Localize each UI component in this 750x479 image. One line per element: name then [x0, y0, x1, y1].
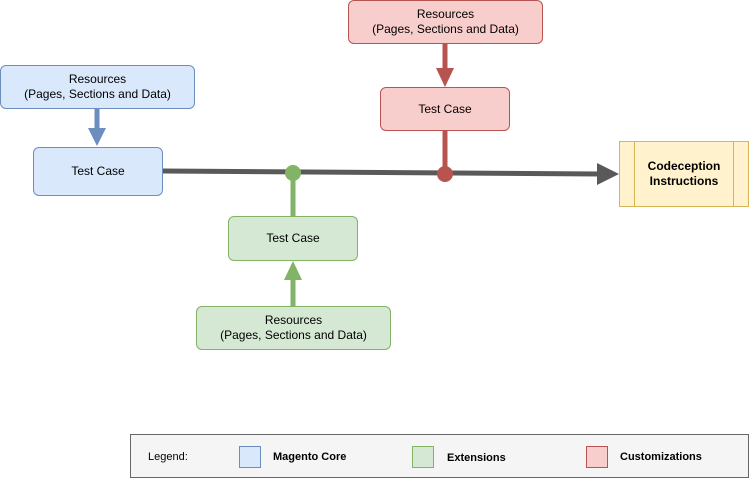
- main-flow-arrowhead: [597, 163, 619, 185]
- instructions-title: Instructions: [649, 174, 719, 188]
- blue-resources-box: Resources (Pages, Sections and Data): [0, 65, 195, 109]
- legend-label-extensions: Extensions: [447, 452, 506, 464]
- legend-title: Legend:: [148, 451, 188, 463]
- green-test-case-box: Test Case: [228, 216, 358, 261]
- blue-resources-subtitle: (Pages, Sections and Data): [24, 87, 171, 101]
- green-resources-subtitle: (Pages, Sections and Data): [220, 328, 367, 342]
- red-merge-dot: [437, 166, 453, 182]
- legend-label-magento-core: Magento Core: [273, 451, 347, 463]
- codeception-title: Codeception: [647, 159, 721, 173]
- blue-test-case-box: Test Case: [33, 147, 163, 196]
- legend-box: Legend: Magento Core Extensions Customiz…: [130, 434, 749, 478]
- green-resources-title: Resources: [264, 313, 323, 327]
- subprocess-right-bar: [733, 142, 734, 206]
- red-arrowhead: [436, 68, 454, 87]
- blue-arrowhead: [88, 128, 106, 146]
- green-arrowhead: [284, 261, 302, 280]
- blue-resources-title: Resources: [68, 72, 127, 86]
- red-test-case-box: Test Case: [380, 87, 510, 131]
- codeception-instructions-box: Codeception Instructions: [619, 141, 749, 207]
- legend-swatch-magento-core: [239, 446, 261, 468]
- red-test-case-label: Test Case: [418, 101, 472, 116]
- legend-label-customizations: Customizations: [620, 451, 702, 463]
- blue-test-case-label: Test Case: [71, 164, 125, 178]
- red-resources-title: Resources: [416, 7, 475, 21]
- green-test-case-label: Test Case: [266, 231, 320, 245]
- subprocess-left-bar: [634, 142, 635, 206]
- main-flow-line: [162, 168, 601, 177]
- legend-swatch-customizations: [586, 446, 608, 468]
- red-resources-subtitle: (Pages, Sections and Data): [372, 22, 519, 36]
- green-resources-box: Resources (Pages, Sections and Data): [196, 306, 391, 350]
- red-resources-box: Resources (Pages, Sections and Data): [348, 0, 543, 44]
- green-merge-dot: [285, 165, 301, 181]
- legend-swatch-extensions: [412, 446, 434, 468]
